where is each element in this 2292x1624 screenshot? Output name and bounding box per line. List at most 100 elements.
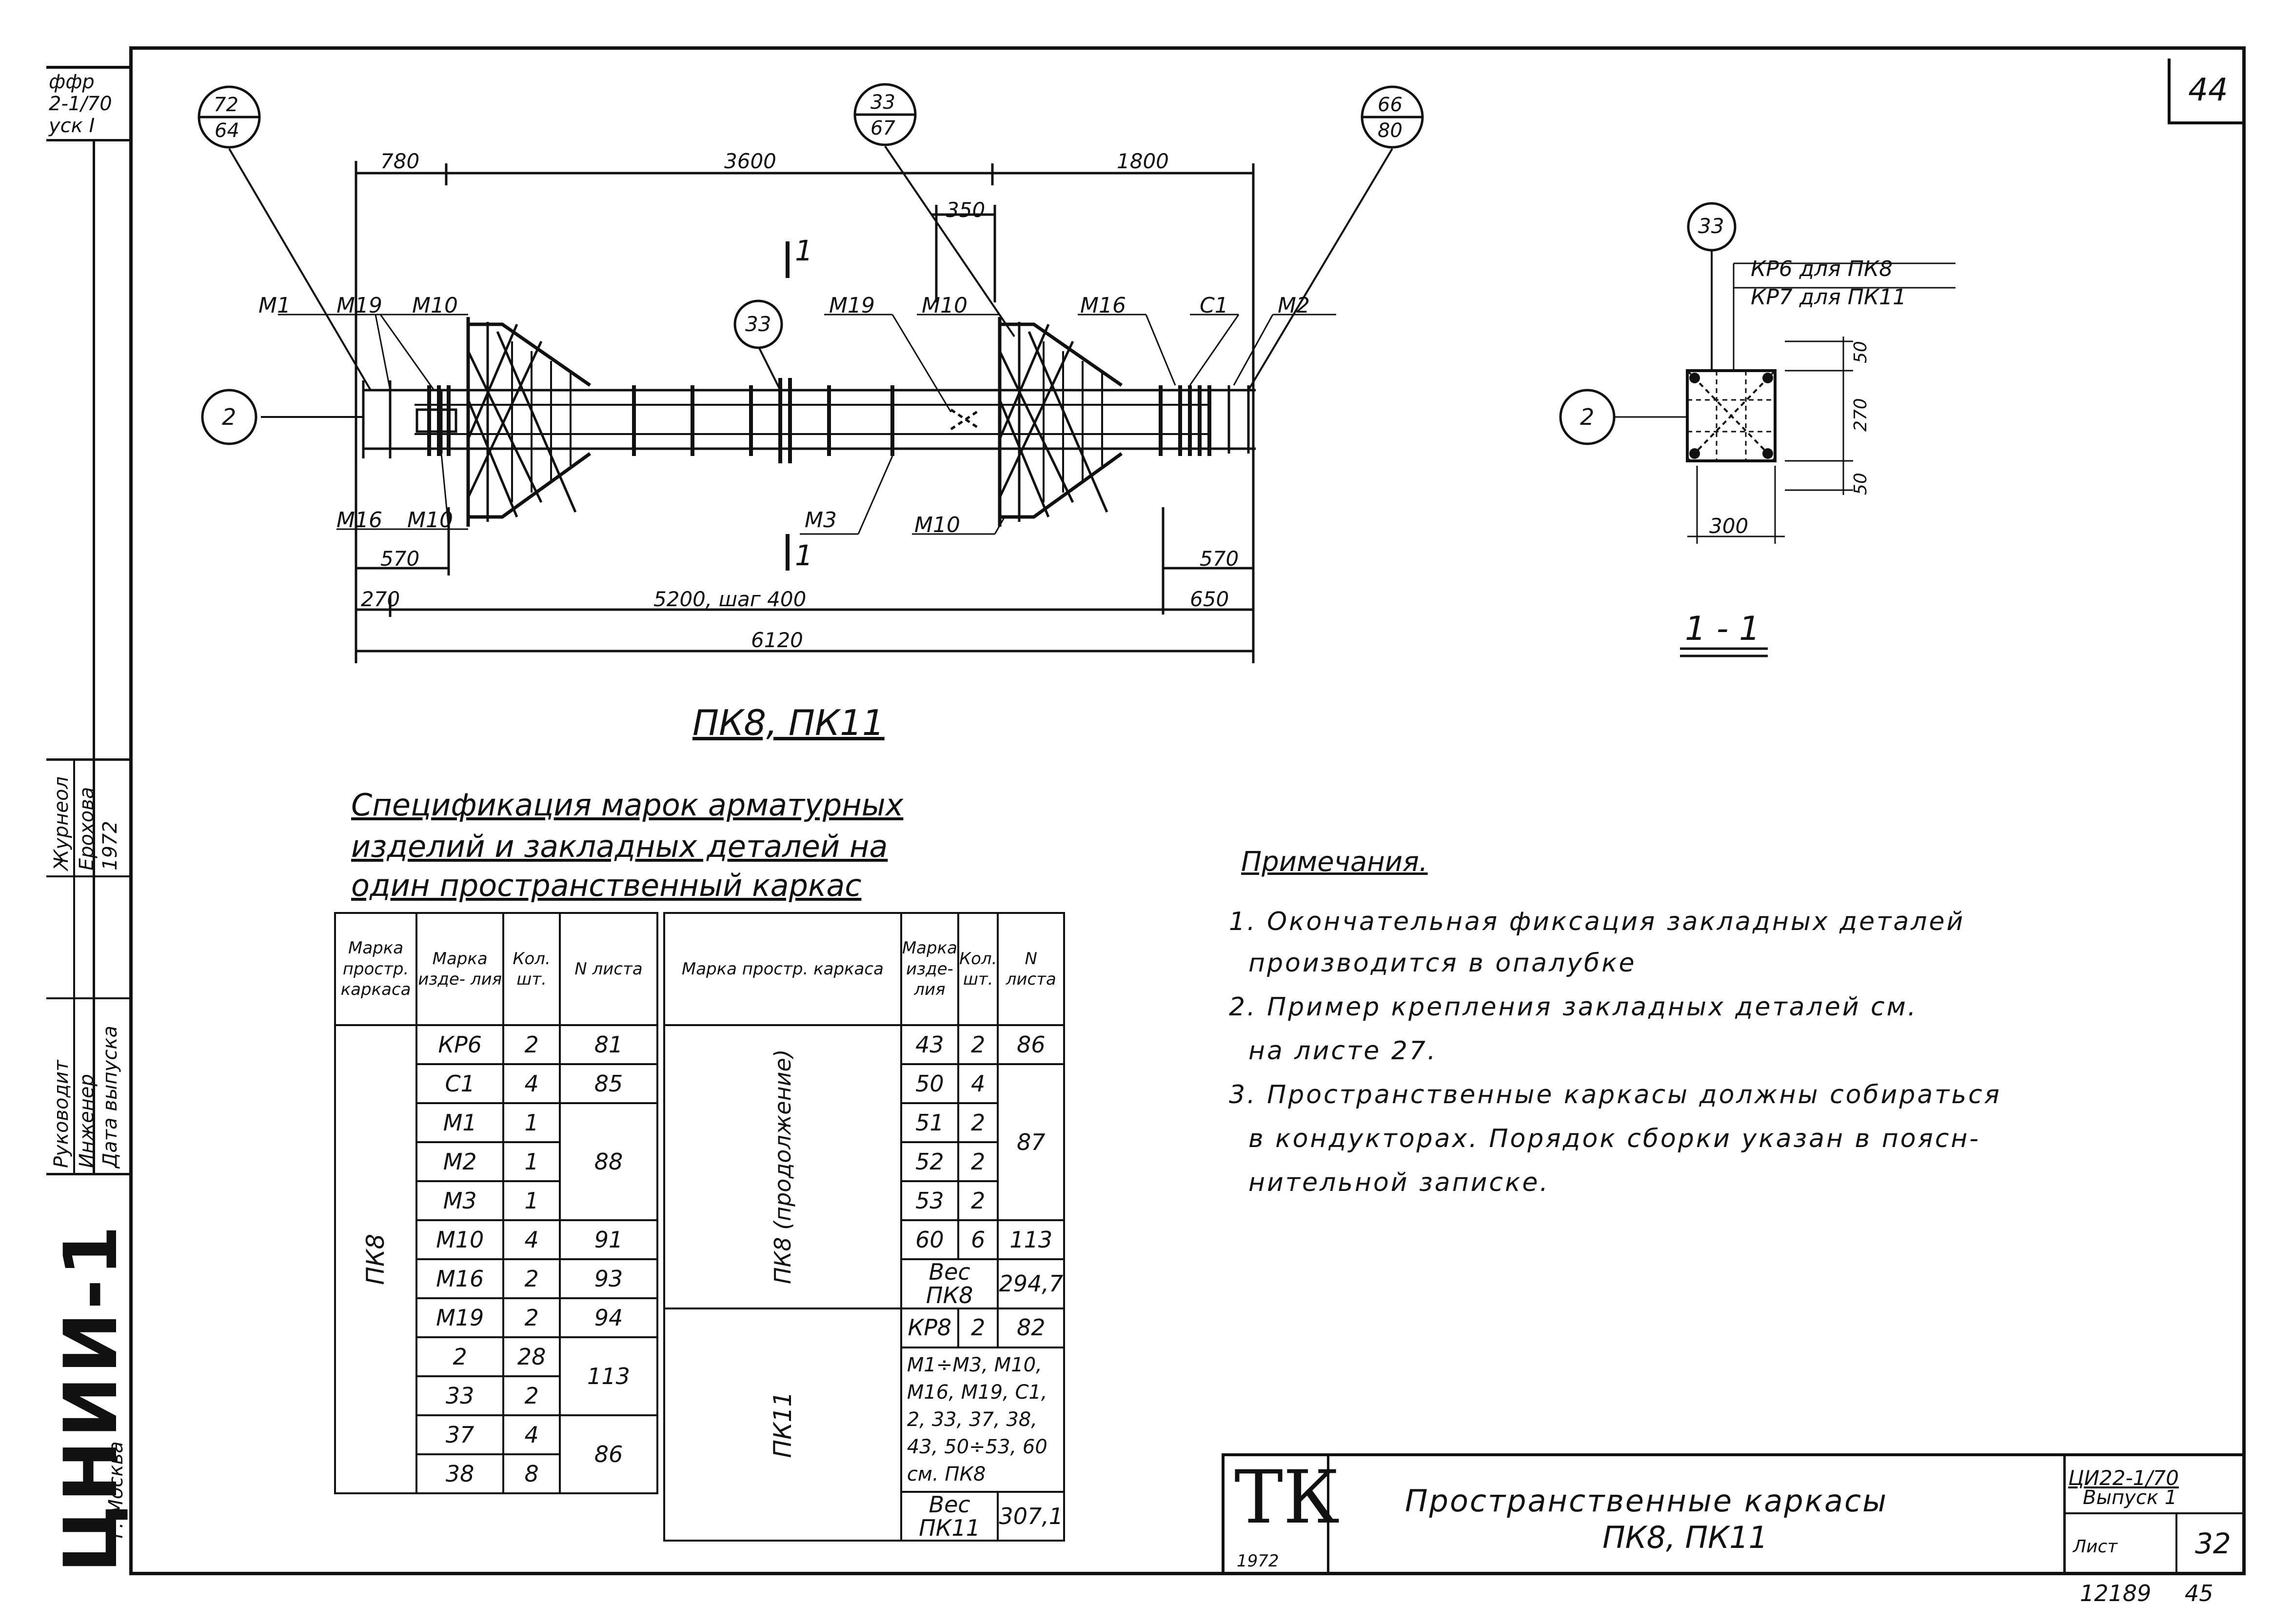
strip-line-3: уск I	[49, 115, 95, 137]
label-m10-mid-top: М10	[922, 293, 968, 318]
spec-title-2: изделий и закладных деталей на	[351, 829, 888, 864]
table-cell: 86	[558, 1414, 659, 1494]
note-line: 3. Пространственные каркасы должны собир…	[1229, 1080, 2002, 1109]
table-cell: 4	[502, 1063, 561, 1104]
table-cell: 1	[502, 1141, 561, 1182]
group-pk8: ПК8	[334, 1024, 418, 1494]
note-line: в кондукторах. Порядок сборки указан в п…	[1248, 1124, 1981, 1153]
role-2: Инженер	[76, 1074, 98, 1168]
pk11-composition-note: М1÷М3, М10, М16, М19, С1, 2, 33, 37, 38,…	[900, 1346, 1066, 1493]
spec-title-1: Спецификация марок арматурных	[351, 787, 904, 823]
table-cell: 52	[900, 1141, 959, 1182]
label-kp7: КР7 для ПК11	[1751, 285, 1907, 310]
cut-mark-bottom: 1	[795, 539, 813, 572]
strip-divider	[93, 139, 95, 1173]
table-cell: 2	[957, 1141, 999, 1182]
note-line: нительной записке.	[1248, 1168, 1550, 1197]
sec-dim-50-top: 50	[1851, 341, 1871, 363]
strip-divider	[46, 66, 129, 69]
table-cell: КР6	[415, 1024, 505, 1065]
strip-line-1: ффр	[49, 71, 95, 93]
table-cell: 33	[415, 1375, 505, 1416]
strip-line-2: 2-1/70	[49, 93, 112, 115]
weight-pk8-label: Вес ПК8	[900, 1258, 999, 1309]
section-callout-33: 33	[1698, 214, 1724, 238]
table-cell: 4	[957, 1063, 999, 1104]
axis-2-marker: 2	[222, 404, 237, 430]
strip-divider	[46, 758, 129, 761]
label-m16-left: М16	[336, 508, 382, 533]
label-m19-left: М19	[336, 293, 382, 318]
table-cell: 28	[502, 1336, 561, 1377]
stamp-divider	[1327, 1456, 1329, 1575]
callout-33: 33	[745, 312, 771, 336]
label-m3: М3	[805, 508, 837, 533]
dim-3600: 3600	[724, 149, 776, 173]
sec-dim-50-bottom: 50	[1851, 473, 1871, 495]
dim-570-right: 570	[1200, 547, 1239, 571]
table-cell: 1	[502, 1180, 561, 1221]
section-axis-2: 2	[1580, 404, 1595, 430]
label-m10-left-bottom: М10	[407, 508, 453, 533]
title-block: ТК 1972 Пространственные каркасы ПК8, ПК…	[1222, 1453, 2246, 1575]
table-cell: М2	[415, 1141, 505, 1182]
strip-divider	[46, 875, 129, 877]
label-m16-right: М16	[1080, 293, 1126, 318]
dim-350: 350	[946, 198, 986, 222]
spec-title-3: один пространственный каркас	[351, 868, 862, 903]
bottom-code: 12189	[2080, 1580, 2152, 1606]
name-2: Ерохова	[76, 787, 98, 871]
hdr-qty: Кол. шт.	[502, 912, 561, 1026]
table-cell: 2	[957, 1102, 999, 1143]
label-kp6: КР6 для ПК8	[1751, 257, 1893, 281]
table-cell: М10	[415, 1219, 505, 1260]
table-cell: 113	[558, 1336, 659, 1416]
label-m19-mid: М19	[829, 293, 875, 318]
note-line: производится в опалубке	[1248, 949, 1637, 978]
label-c1: С1	[1200, 293, 1228, 318]
table-cell: 8	[502, 1453, 561, 1494]
series-code: ЦИ22-1/70	[2068, 1466, 2179, 1490]
weight-pk8-value: 294,7	[997, 1258, 1066, 1309]
strip-divider	[46, 139, 129, 141]
table-cell: 1	[502, 1102, 561, 1143]
label-m10-mid-bottom: М10	[914, 513, 960, 537]
table-cell: С1	[415, 1063, 505, 1104]
sec-dim-300: 300	[1709, 514, 1749, 538]
note-line: 1. Окончательная фиксация закладных дета…	[1229, 907, 1965, 936]
sec-dim-270: 270	[1851, 398, 1871, 432]
table-cell: М19	[415, 1297, 505, 1338]
table-cell: 38	[415, 1453, 505, 1494]
table-cell: 43	[900, 1024, 959, 1065]
name-3: 1972	[99, 821, 121, 871]
note-line: 2. Пример крепления закладных деталей см…	[1229, 992, 1918, 1022]
table-cell: 37	[415, 1414, 505, 1455]
table-cell: 91	[558, 1219, 659, 1260]
dim-650: 650	[1190, 587, 1229, 611]
drawing-title-line-1: Пространственные каркасы	[1405, 1483, 1888, 1519]
table-cell: 2	[502, 1375, 561, 1416]
table-cell: 87	[997, 1063, 1066, 1221]
table-cell: 2	[502, 1297, 561, 1338]
table-cell: 2	[502, 1258, 561, 1299]
table-cell: 2	[957, 1180, 999, 1221]
tk-logo: ТК	[1234, 1455, 1340, 1540]
reinforcement-cage-drawing	[198, 83, 1956, 663]
table-cell: 2	[415, 1336, 505, 1377]
left-title-strip: ффр 2-1/70 уск I Руководит Инженер Дата …	[46, 46, 134, 1575]
note-line: на листе 27.	[1248, 1036, 1438, 1066]
strip-divider	[46, 1173, 129, 1175]
caption-main: ПК8, ПК11	[692, 702, 885, 743]
hdr-item-mark: Марка изде- лия	[415, 912, 505, 1026]
table-cell: 53	[900, 1180, 959, 1221]
bottom-page: 45	[2185, 1580, 2213, 1606]
label-m2: М2	[1278, 293, 1310, 318]
table-cell: М1	[415, 1102, 505, 1143]
table-cell: 93	[558, 1258, 659, 1299]
spec-table-left: Марка простр. каркаса Марка изде- лия Ко…	[334, 912, 659, 1494]
hdr-frame-mark: Марка простр. каркаса	[334, 912, 418, 1026]
callout-mid-top: 33	[870, 91, 895, 114]
weight-pk11-label: Вес ПК11	[900, 1490, 999, 1542]
table-cell: КР8	[900, 1307, 959, 1348]
table-cell: 94	[558, 1297, 659, 1338]
